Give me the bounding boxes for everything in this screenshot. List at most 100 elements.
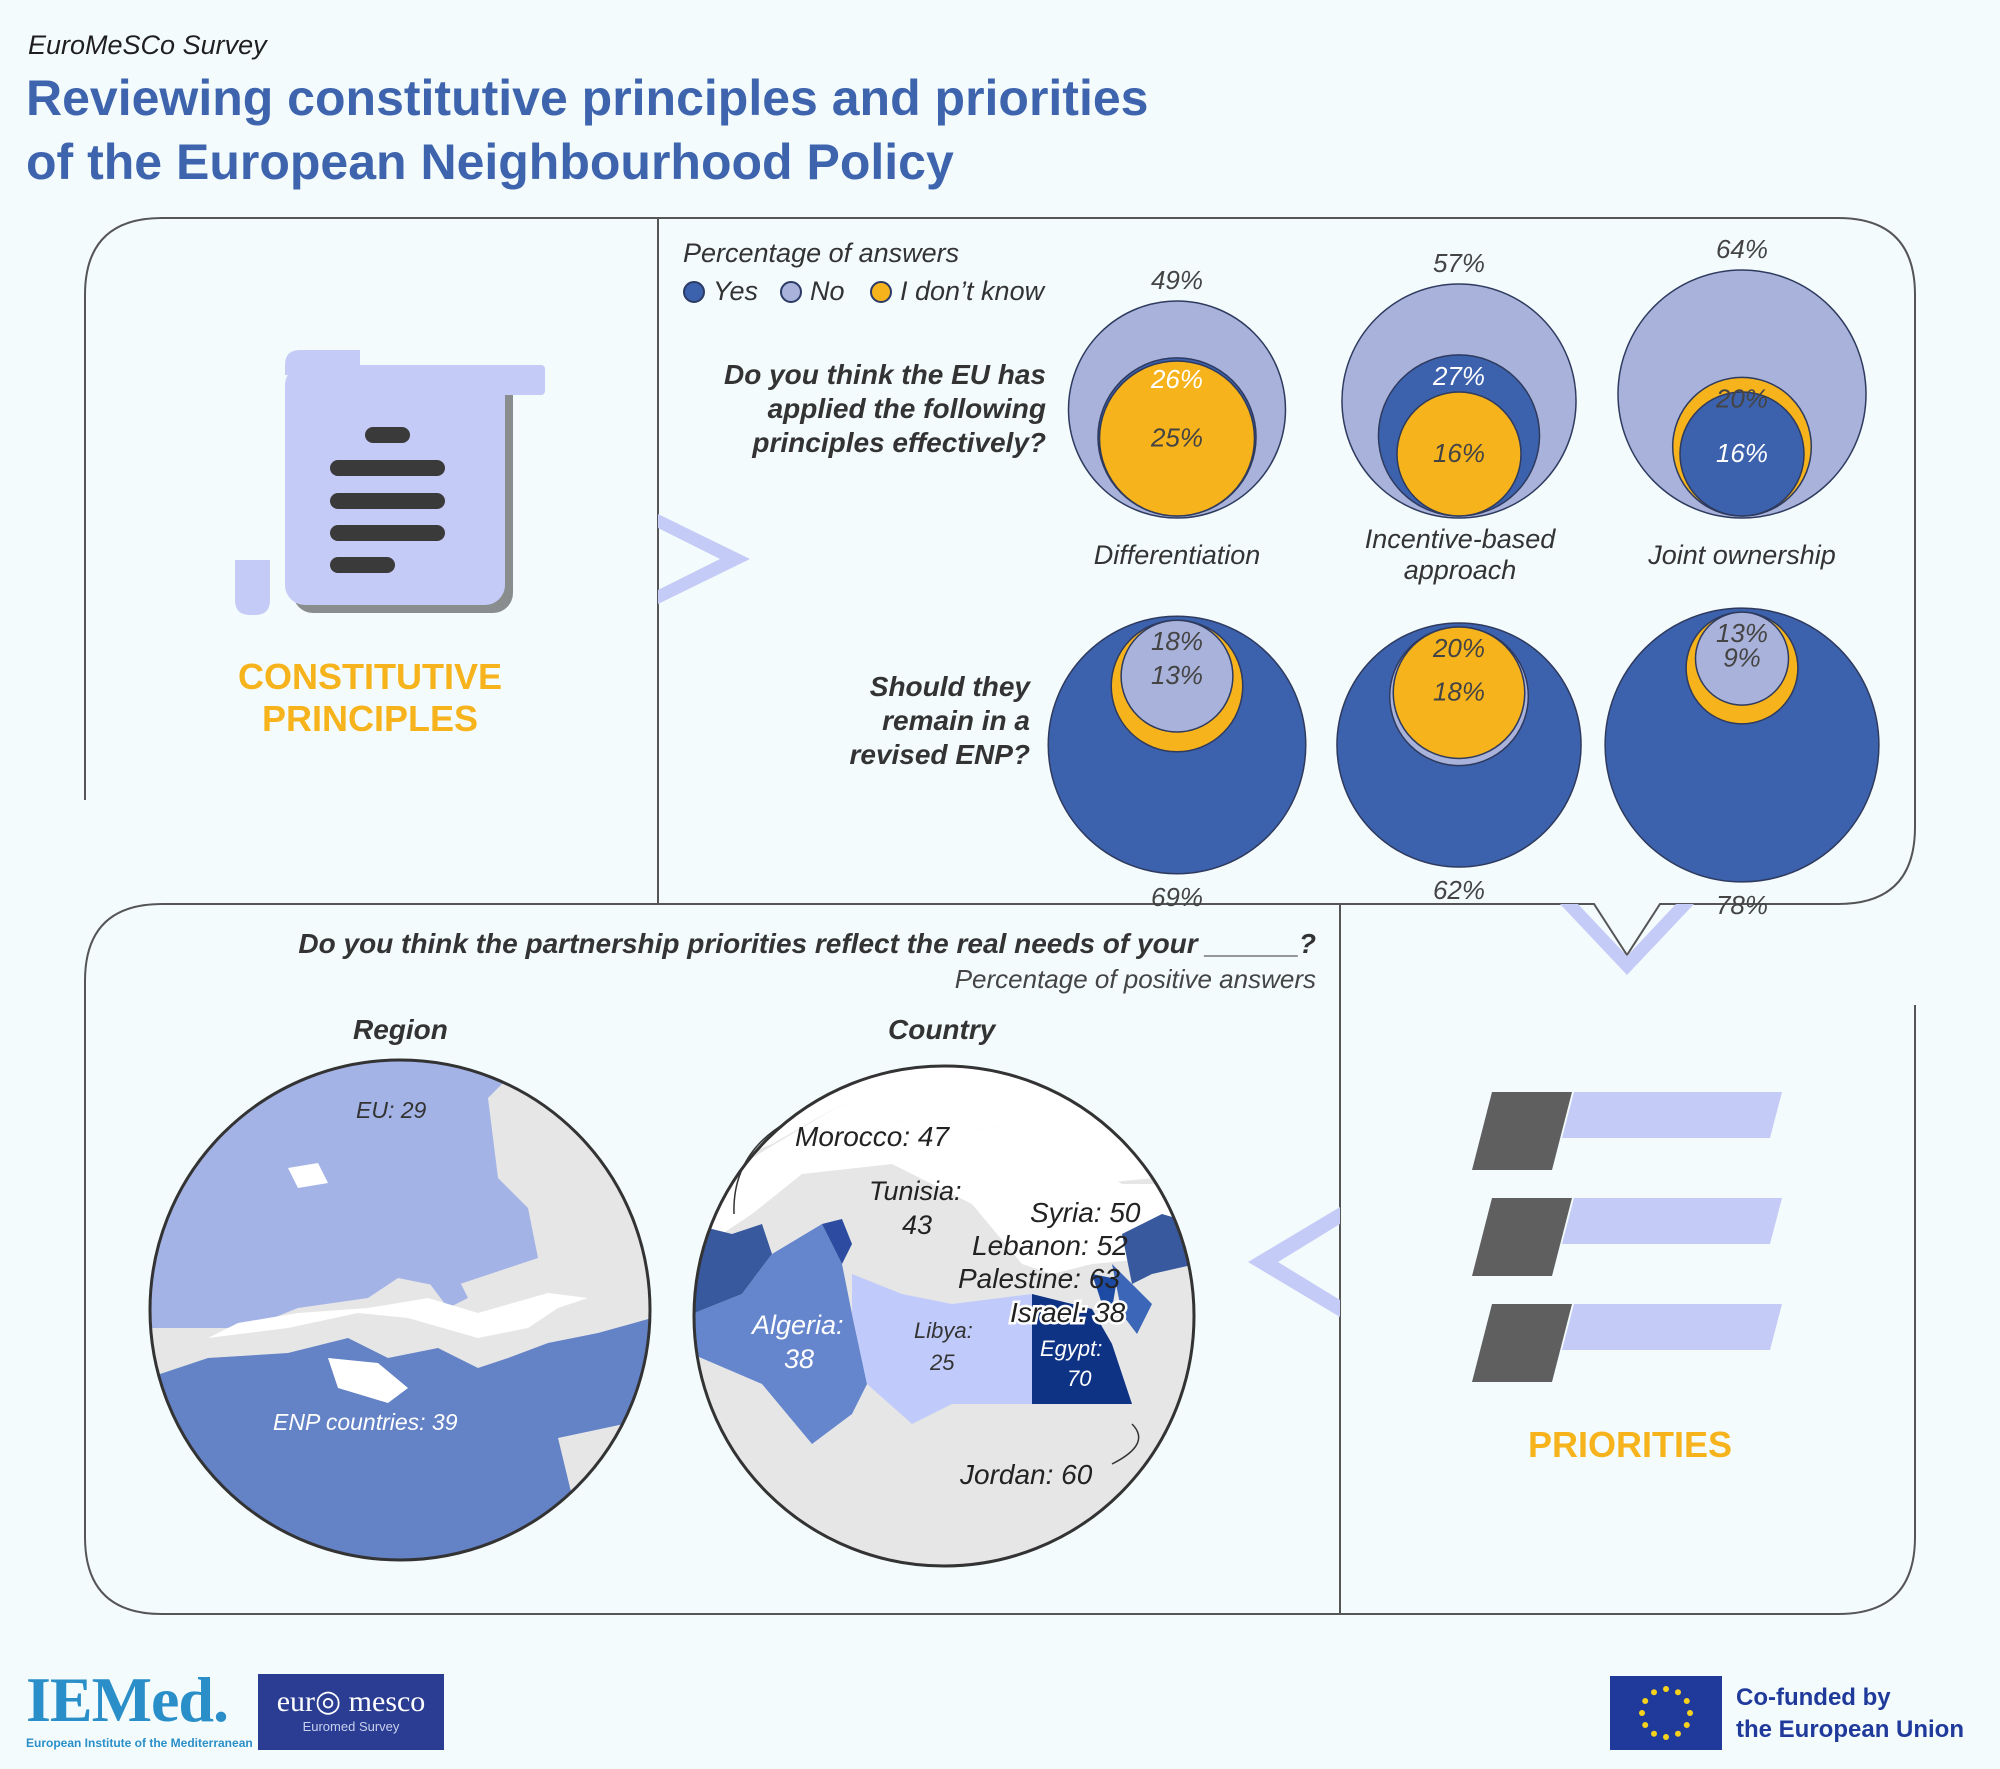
country-label-lebanon: Lebanon: 52 bbox=[972, 1230, 1128, 1261]
bubble-label-q2-p2-2: 18% bbox=[1433, 677, 1485, 707]
country-label-libya: Libya: bbox=[914, 1318, 973, 1343]
eu-star-icon bbox=[1651, 1730, 1657, 1737]
eu-star-icon bbox=[1687, 1710, 1693, 1716]
eu-star-icon bbox=[1642, 1698, 1649, 1704]
country-label-syria: Syria: 50 bbox=[1030, 1197, 1141, 1228]
bubble-no-q2-p1 bbox=[1120, 619, 1234, 733]
page-title: Reviewing constitutive principles and pr… bbox=[26, 66, 1148, 194]
bubble-chart: 49%26%25%57%27%16%64%20%16%69%18%13%62%2… bbox=[1047, 234, 1880, 920]
libya-area bbox=[852, 1274, 1032, 1424]
bubble-label-q2-p2-1: 20% bbox=[1432, 633, 1485, 663]
bubble-label-q1-p1-2: 25% bbox=[1150, 423, 1203, 453]
title-line-2: of the European Neighbourhood Policy bbox=[26, 134, 954, 190]
enp-region bbox=[150, 1318, 650, 1560]
bubble-label-q1-p2-1: 27% bbox=[1432, 361, 1485, 391]
country-label-algeria: Algeria: bbox=[750, 1310, 844, 1340]
legend-label-dont-know: I don’t know bbox=[900, 276, 1045, 306]
country-label-tunisia: Tunisia: bbox=[869, 1176, 962, 1206]
question-effective: Do you think the EU has applied the foll… bbox=[560, 358, 1046, 460]
bubble-label-q1-p2-0: 57% bbox=[1433, 248, 1485, 278]
country-label-morocco: Morocco: 47 bbox=[795, 1121, 950, 1152]
question-effective-line-1: Do you think the EU has bbox=[723, 359, 1046, 390]
principles-panel-border bbox=[84, 217, 1916, 957]
tunisia-area bbox=[822, 1219, 852, 1264]
legend-yes: Yes bbox=[683, 276, 758, 307]
list-priorities-icon bbox=[1472, 1092, 1782, 1382]
priorities-panel-border bbox=[84, 903, 1916, 1615]
map-question: Do you think the partnership priorities … bbox=[298, 928, 1316, 959]
map-title-region: Region bbox=[353, 1014, 448, 1045]
principle-label-joint-ownership: Joint ownership bbox=[1648, 540, 1836, 570]
country-map: Morocco: 47 Tunisia: 43 Algeria: 38 Liby… bbox=[692, 1064, 1196, 1568]
jordan-pointer bbox=[1111, 1423, 1140, 1465]
jordan-area bbox=[1112, 1264, 1152, 1334]
eu-star-icon bbox=[1642, 1722, 1649, 1728]
country-label-libya-value: 25 bbox=[929, 1350, 955, 1375]
bubble-label-q2-p1-2: 13% bbox=[1151, 660, 1203, 690]
legend-no: No bbox=[780, 276, 845, 307]
bubble-i-don-t-know-q2-p2 bbox=[1392, 626, 1526, 760]
egypt-area bbox=[1032, 1294, 1132, 1404]
iemed-wordmark: IEMed. bbox=[26, 1664, 229, 1735]
chevron-down-icon bbox=[1560, 904, 1694, 975]
bubble-label-q1-p3-0: 64% bbox=[1716, 234, 1768, 264]
question-remain-line-3: revised ENP? bbox=[849, 739, 1030, 770]
morocco-pointer bbox=[733, 1121, 788, 1215]
country-label-algeria-value: 38 bbox=[784, 1344, 814, 1374]
bubble-label-q2-p2-0: 62% bbox=[1433, 875, 1485, 905]
cofunded-line-2: the European Union bbox=[1736, 1716, 1964, 1743]
bubble-label-q1-p1-1: 26% bbox=[1150, 364, 1203, 394]
eu-star-icon bbox=[1683, 1698, 1690, 1704]
iemed-tagline: European Institute of the Mediterranean bbox=[26, 1736, 253, 1750]
bubble-yes-q2-p3 bbox=[1604, 607, 1880, 883]
euromesco-wordmark: eur◎ mesco bbox=[276, 1685, 426, 1718]
mediterranean-sea bbox=[208, 1293, 588, 1338]
question-effective-line-3: principles effectively? bbox=[752, 427, 1046, 458]
eu-star-icon bbox=[1675, 1689, 1681, 1696]
eu-flag-icon bbox=[1610, 1676, 1722, 1750]
eu-star-icon bbox=[1651, 1689, 1657, 1696]
priorities-section-title: PRIORITIES bbox=[1527, 1424, 1733, 1465]
question-remain-line-2: remain in a bbox=[882, 705, 1030, 736]
legend-label-no: No bbox=[810, 276, 845, 306]
principle-label-differentiation: Differentiation bbox=[1093, 540, 1261, 570]
region-map: EU: 29 ENP countries: 39 bbox=[148, 1058, 652, 1562]
cofunded-line-1: Co-funded by bbox=[1736, 1684, 1891, 1711]
bubble-yes-q1-p3 bbox=[1679, 391, 1805, 517]
bubble-no-q2-p3 bbox=[1694, 611, 1790, 706]
legend-swatch-yes bbox=[683, 280, 705, 303]
cofunded-label: Co-funded by the European Union bbox=[1736, 1682, 1964, 1746]
eu-star-icon bbox=[1683, 1722, 1690, 1728]
legend-label-yes: Yes bbox=[713, 276, 759, 306]
bubble-label-q1-p2-2: 16% bbox=[1433, 438, 1485, 468]
legend-swatch-no bbox=[780, 280, 802, 303]
eu-star-icon bbox=[1663, 1734, 1669, 1740]
principles-title-line-2: PRINCIPLES bbox=[261, 698, 479, 739]
country-label-palestine: Palestine: 63 bbox=[958, 1263, 1120, 1294]
eu-star-icon bbox=[1675, 1730, 1681, 1737]
bubble-label-q1-p1-0: 49% bbox=[1151, 265, 1203, 295]
bubble-label-q2-p1-0: 69% bbox=[1151, 882, 1203, 912]
principles-section-title: CONSTITUTIVE PRINCIPLES bbox=[200, 656, 540, 740]
region-label-eu: EU: 29 bbox=[356, 1097, 427, 1123]
iemed-logo: IEMed. European Institute of the Mediter… bbox=[26, 1664, 253, 1751]
chevron-right-icon bbox=[658, 514, 750, 604]
question-effective-line-2: applied the following bbox=[767, 393, 1046, 424]
bubble-label-q1-p3-1: 20% bbox=[1715, 383, 1768, 413]
bubble-label-q2-p3-1: 13% bbox=[1716, 618, 1768, 648]
algeria-area bbox=[694, 1224, 867, 1444]
region-label-enp: ENP countries: 39 bbox=[273, 1409, 458, 1435]
israel-area bbox=[1092, 1274, 1117, 1309]
chevron-left-icon bbox=[1248, 1207, 1340, 1317]
eu-star-icon bbox=[1639, 1710, 1645, 1716]
euromesco-logo: eur◎ mesco Euromed Survey bbox=[258, 1674, 444, 1750]
bubble-label-q2-p1-1: 18% bbox=[1151, 626, 1203, 656]
question-remain: Should they remain in a revised ENP? bbox=[760, 670, 1030, 772]
map-subtitle: Percentage of positive answers bbox=[954, 964, 1316, 994]
bubble-label-q2-p3-2: 9% bbox=[1723, 643, 1761, 673]
survey-label: EuroMeSCo Survey bbox=[28, 30, 267, 60]
scroll-document-icon bbox=[235, 350, 545, 615]
eu-star-icon bbox=[1663, 1686, 1669, 1692]
bubble-i-don-t-know-q1-p2 bbox=[1396, 391, 1522, 517]
